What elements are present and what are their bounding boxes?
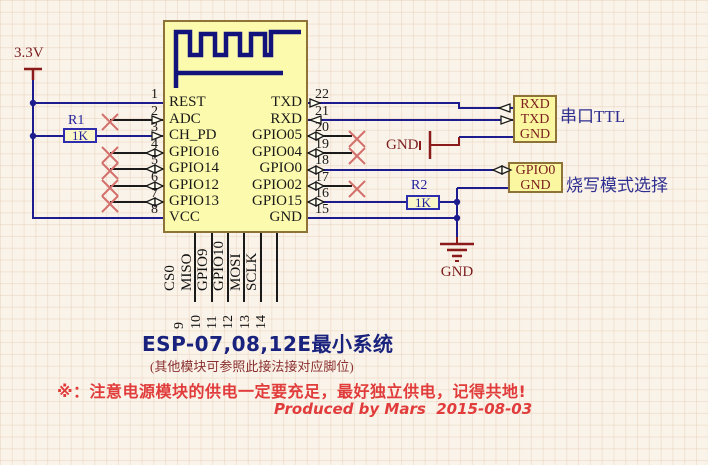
pin-num-12: 12 xyxy=(221,315,236,329)
pin-label-gpio0: GPIO0 xyxy=(259,160,302,176)
pin-label-miso: MISO xyxy=(179,253,195,291)
pin-num-20: 20 xyxy=(315,120,329,135)
pin-num-3: 3 xyxy=(151,120,158,135)
pin-num-21: 21 xyxy=(315,104,329,119)
schematic-subtitle: (其他模块可参照此接法接对应脚位) xyxy=(150,359,354,374)
pin-num-10: 10 xyxy=(189,315,204,329)
power-33v-symbol xyxy=(24,67,42,80)
pin-num-5: 5 xyxy=(151,153,158,168)
flash-pin-gnd: GND xyxy=(520,178,551,193)
pin-label-adc: ADC xyxy=(169,111,201,127)
power-33v-label: 3.3V xyxy=(14,45,44,61)
pin-num-1: 1 xyxy=(151,87,158,102)
pin-label-gnd: GND xyxy=(269,209,303,225)
pin-num-18: 18 xyxy=(315,153,329,168)
serial-pin-rxd: RXD xyxy=(520,97,550,112)
flash-mode-connector xyxy=(508,162,563,193)
pin-label-ch-pd: CH_PD xyxy=(169,127,217,143)
pin-label-cs0: CS0 xyxy=(162,265,178,291)
pin-label-mosi: MOSI xyxy=(228,253,244,291)
serial-gnd-label: GND xyxy=(386,137,419,153)
serial-pin-txd: TXD xyxy=(520,112,550,127)
pin-label-gpio02: GPIO02 xyxy=(251,177,302,193)
resistor-r1-ref: R1 xyxy=(68,113,85,128)
pin-num-14: 14 xyxy=(254,315,269,329)
pin-num-13: 13 xyxy=(238,315,253,329)
credit-line: Produced by Mars 2015-08-03 xyxy=(274,400,533,418)
schematic-title: ESP-07,08,12E最小系统 xyxy=(142,332,394,356)
serial-ttl-label: 串口TTL xyxy=(560,107,626,126)
resistor-r1-body: 1K xyxy=(63,128,97,143)
flash-pin-gpio0: GPIO0 xyxy=(515,163,556,178)
pin-num-19: 19 xyxy=(315,137,329,152)
pin-label-gpio04: GPIO04 xyxy=(251,144,302,160)
pin-num-4: 4 xyxy=(151,137,158,152)
pin-label-txd: TXD xyxy=(271,94,302,110)
pin-label-sclk: SCLK xyxy=(244,252,260,291)
pin-label-gpio05: GPIO05 xyxy=(251,127,302,143)
pin-label-gpio14: GPIO14 xyxy=(169,160,220,176)
pin-num-16: 16 xyxy=(315,186,329,201)
ground-symbol xyxy=(440,237,474,262)
pin-label-vcc: VCC xyxy=(169,209,200,225)
pin-num-7: 7 xyxy=(151,186,158,201)
pin-num-8: 8 xyxy=(151,202,158,217)
resistor-r1-value: 1K xyxy=(72,128,88,143)
resistor-r2-value: 1K xyxy=(415,195,431,210)
resistor-r2-body: 1K xyxy=(406,195,440,210)
pin-num-22: 22 xyxy=(315,87,329,102)
pin-label-gpio15: GPIO15 xyxy=(251,193,302,209)
power-warning-note: ※：注意电源模块的供电一定要充足，最好独立供电，记得共地! xyxy=(57,382,527,401)
pin-label-gpio16: GPIO16 xyxy=(169,144,220,160)
flash-mode-label: 烧写模式选择 xyxy=(566,176,668,195)
serial-pin-gnd: GND xyxy=(519,127,551,142)
pin-num-2: 2 xyxy=(151,104,158,119)
pin-num-15: 15 xyxy=(315,202,329,217)
pin-label-rxd: RXD xyxy=(270,111,302,127)
pin-label-gpio10: GPIO10 xyxy=(211,240,227,291)
pin-num-11: 11 xyxy=(205,315,220,329)
pin-num-6: 6 xyxy=(151,170,158,185)
gnd-bar-symbol xyxy=(419,131,460,159)
pin-label-rest: REST xyxy=(169,94,206,110)
resistor-r2-ref: R2 xyxy=(411,178,428,193)
ground-label: GND xyxy=(440,264,474,280)
pin-label-gpio12: GPIO12 xyxy=(169,177,220,193)
pin-label-gpio13: GPIO13 xyxy=(169,193,220,209)
pin-label-gpio9: GPIO9 xyxy=(195,248,211,291)
pin-num-17: 17 xyxy=(315,170,329,185)
serial-ttl-connector xyxy=(513,95,557,143)
